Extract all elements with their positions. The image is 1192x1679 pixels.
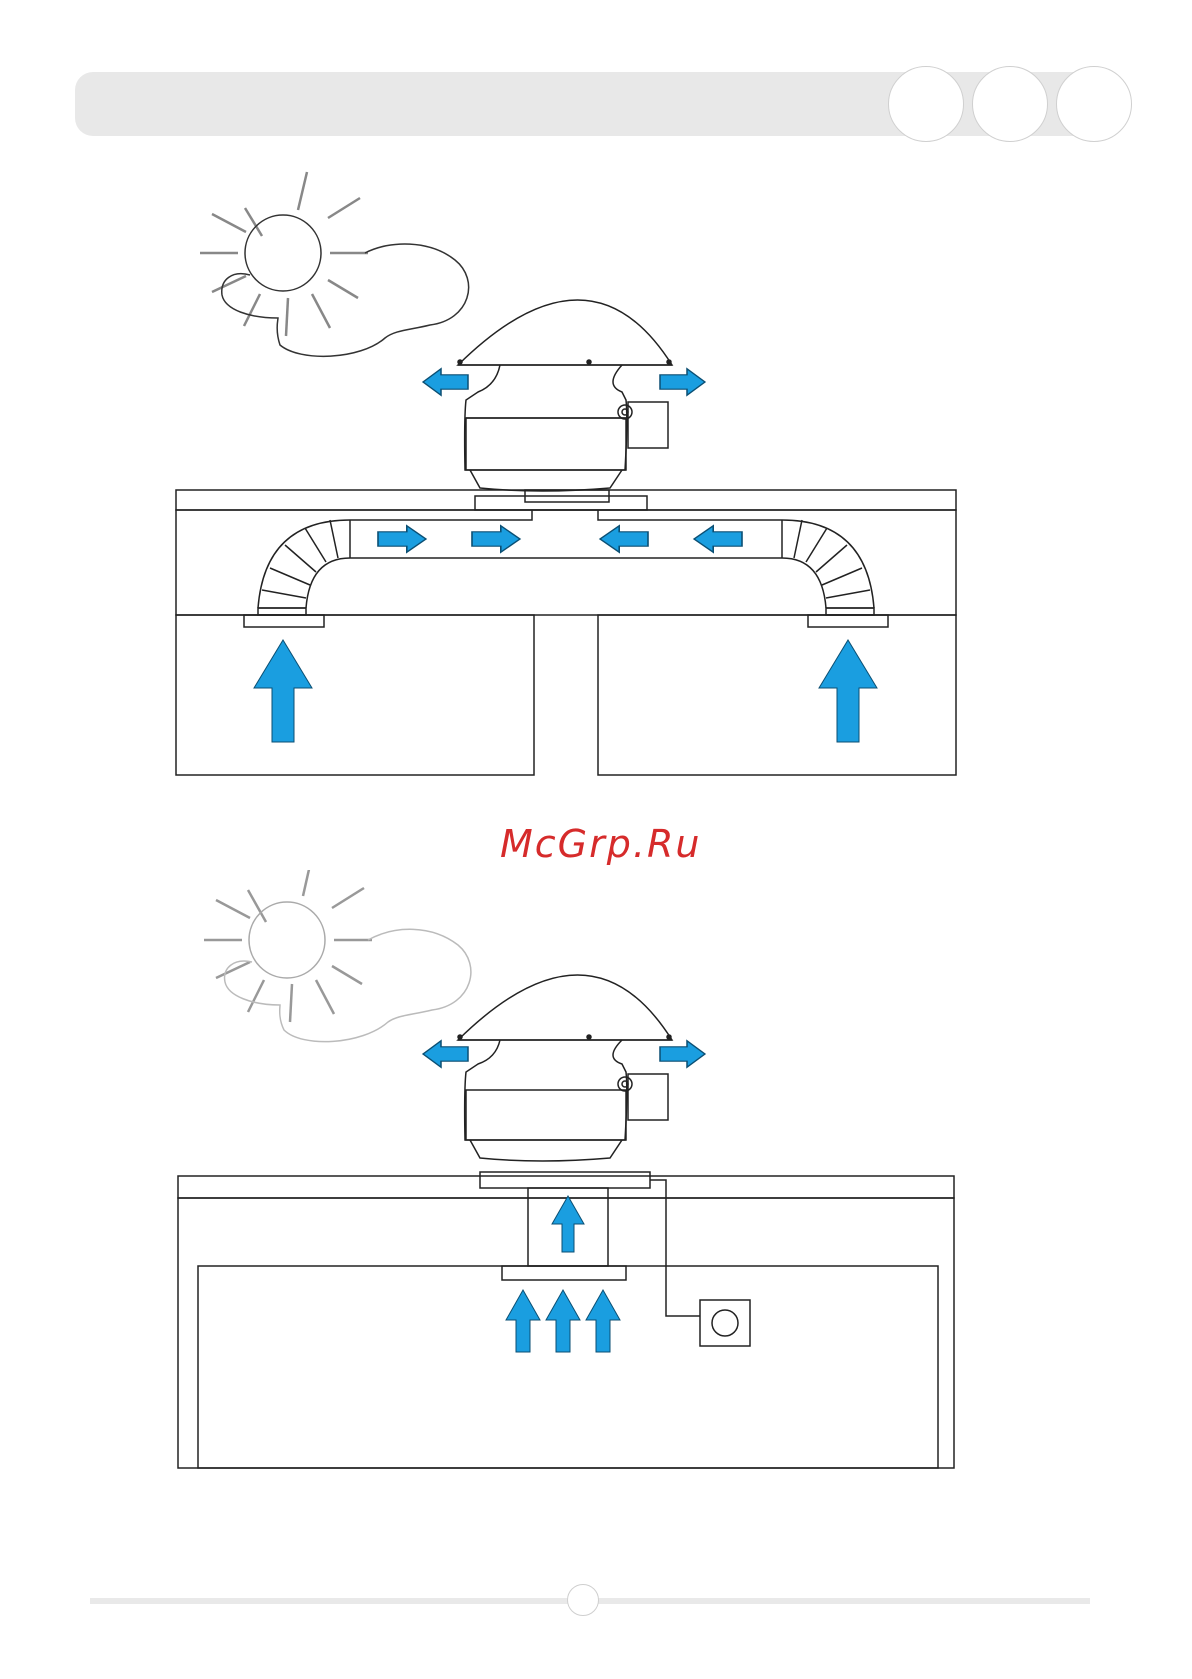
airflow-arrow [660, 1041, 705, 1067]
roof-fan-icon [458, 975, 672, 1161]
watermark-text: McGrp.Ru [500, 822, 701, 866]
page-number-circle [567, 1584, 599, 1616]
airflow-arrow [546, 1290, 580, 1352]
airflow-arrow [660, 369, 705, 395]
airflow-arrow [378, 526, 426, 552]
airflow-arrow [819, 640, 877, 742]
diagram-single-room [0, 870, 1192, 1470]
diagram-ducted-two-rooms [0, 0, 1192, 790]
airflow-arrow [254, 640, 312, 742]
airflow-arrow [423, 1041, 468, 1067]
airflow-arrow [423, 369, 468, 395]
controller-box [700, 1300, 750, 1346]
airflow-arrow [586, 1290, 620, 1352]
airflow-arrow [506, 1290, 540, 1352]
airflow-arrow [694, 526, 742, 552]
sun-icon [200, 172, 368, 336]
controller-knob-icon [712, 1310, 738, 1336]
airflow-arrow [472, 526, 520, 552]
sun-icon [204, 870, 372, 1022]
cloud-icon [222, 244, 469, 356]
roof-fan-icon [458, 300, 672, 491]
airflow-arrow [600, 526, 648, 552]
airflow-arrow [552, 1196, 584, 1252]
